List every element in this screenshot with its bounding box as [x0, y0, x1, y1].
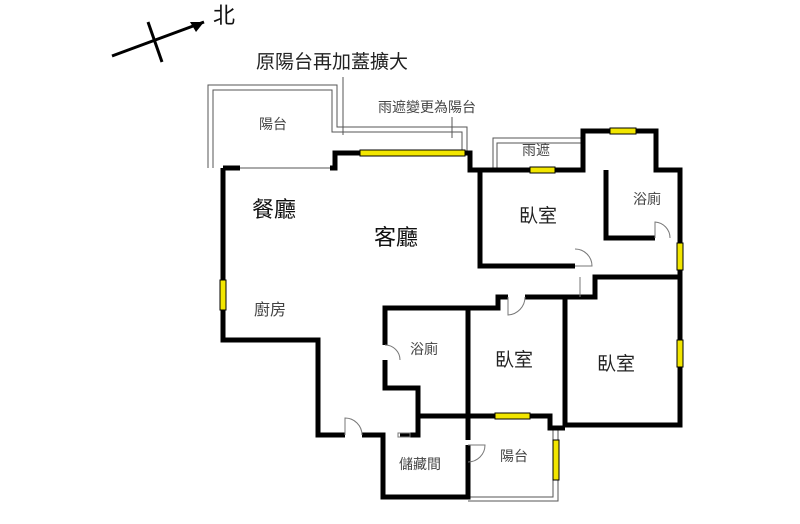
room-kitchen: 廚房 — [254, 300, 287, 319]
windows — [219, 127, 684, 481]
doors — [344, 221, 671, 463]
compass-arrow-icon — [111, 20, 205, 63]
room-dining: 餐廳 — [252, 198, 297, 223]
north-label: 北 — [213, 4, 236, 29]
room-bath-lower: 浴廁 — [410, 342, 438, 358]
room-living: 客廳 — [374, 226, 419, 251]
room-bedroom-middle: 臥室 — [495, 349, 534, 371]
room-bedroom-right: 臥室 — [597, 353, 636, 375]
room-storage: 儲藏間 — [399, 457, 441, 473]
walls — [220, 128, 683, 500]
room-bedroom-top: 臥室 — [519, 205, 558, 227]
room-bath-top: 浴廁 — [633, 192, 661, 208]
room-rain-cover: 雨遮 — [522, 143, 550, 159]
room-balcony-lower: 陽台 — [500, 449, 528, 465]
note-balcony-extension: 原陽台再加蓋擴大 — [256, 51, 409, 73]
note-rain-cover-change: 雨遮變更為陽台 — [378, 100, 476, 116]
room-balcony-top: 陽台 — [259, 117, 287, 133]
